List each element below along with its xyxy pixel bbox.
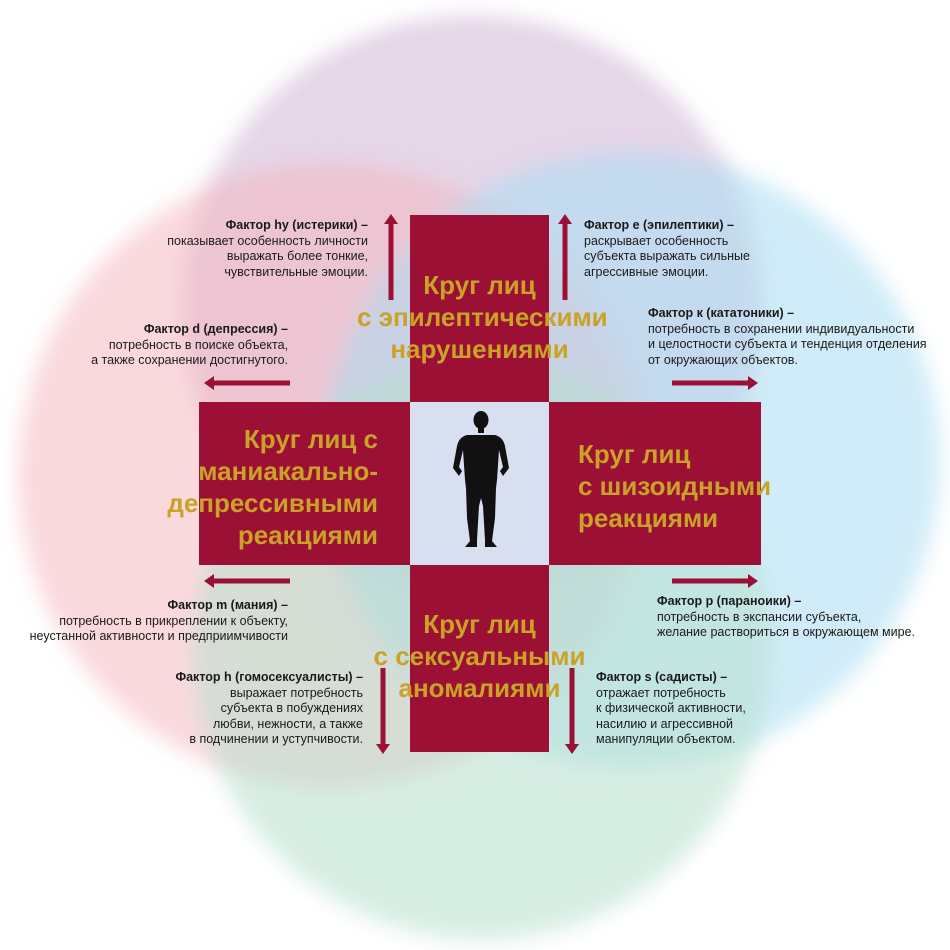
arrow-left-upper-icon: [204, 376, 290, 390]
person-silhouette-icon: [453, 411, 509, 547]
block-right: [548, 402, 761, 565]
label-right: Круг лиц с шизоидными реакциями: [578, 439, 772, 533]
arrow-right-lower-icon: [672, 574, 758, 588]
factor-s: Фактор s (садисты) – отражает потребност…: [596, 670, 746, 746]
label-left: Круг лиц с маниакально- депрессивными ре…: [167, 424, 378, 550]
factor-hy: Фактор hy (истерики) – показывает особен…: [167, 218, 368, 279]
factor-h: Фактор h (гомосексуалисты) – выражает по…: [175, 670, 363, 746]
factor-k: Фактор к (кататоники) – потребность в со…: [648, 306, 927, 367]
arrow-up-left-icon: [384, 214, 398, 300]
block-top: [410, 215, 549, 403]
arrow-down-left-icon: [376, 668, 390, 754]
factor-d: Фактор d (депрессия) – потребность в пои…: [91, 322, 288, 367]
arrow-left-lower-icon: [204, 574, 290, 588]
arrow-right-upper-icon: [672, 376, 758, 390]
block-bottom: [410, 564, 549, 752]
block-left: [199, 402, 411, 565]
label-top: Круг лиц с эпилептическими нарушениями: [357, 270, 608, 364]
label-bottom: Круг лиц с сексуальными аномалиями: [373, 609, 586, 703]
factor-m: Фактор m (мания) – потребность в прикреп…: [29, 598, 288, 643]
arrow-down-right-icon: [565, 668, 579, 754]
factor-p: Фактор p (параноики) – потребность в экс…: [657, 594, 915, 639]
arrow-up-right-icon: [558, 214, 572, 300]
factor-e: Фактор e (эпилептики) – раскрывает особе…: [584, 218, 750, 279]
